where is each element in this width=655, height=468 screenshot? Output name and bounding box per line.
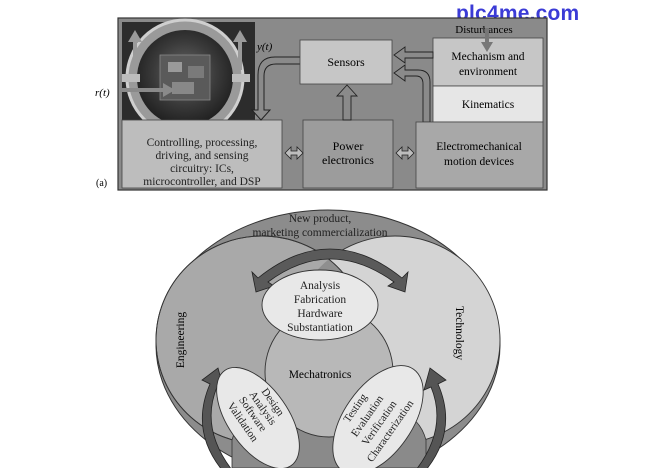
mechanism-to-sensors-arrow-icon [393, 46, 434, 64]
right-ellipse [332, 365, 424, 468]
controller-line-1: Controlling, processing, [147, 137, 258, 149]
feedback-arrow-icon [250, 56, 300, 121]
figure-b: Analysis Fabrication Hardware Substantia… [155, 209, 501, 468]
up-arrow-icon [128, 30, 142, 70]
commercialization-arrow-icon [251, 248, 409, 293]
device-photo [122, 18, 255, 138]
mechatronics-label: Mechatronics [289, 369, 352, 381]
up-arrow-icon [233, 30, 247, 70]
power-line-1: Power [333, 139, 364, 153]
motion-devices-line-2: motion devices [444, 156, 514, 168]
technology-label: Technology [453, 306, 465, 360]
top-ellipse [261, 269, 379, 341]
left-ellipse [216, 367, 300, 468]
motion-devices-line-1: Electromechanical [436, 141, 522, 153]
power-line-2: electronics [322, 153, 374, 167]
bidirectional-arrow-icon [395, 146, 415, 160]
controller-line-4: microcontroller, and DSP [143, 176, 260, 188]
top-ellipse-line-4: Substantiation [287, 322, 353, 334]
disturbance-arrow-icon [481, 28, 493, 52]
top-ellipse-line-2: Fabrication [294, 294, 347, 306]
sensors-label: Sensors [327, 55, 365, 69]
motion-to-sensors-arrow-icon [393, 64, 431, 123]
controller-line-3: circuitry: ICs, [170, 163, 234, 175]
kinematics-label: Kinematics [462, 99, 515, 111]
mechanism-line-2: environment [459, 66, 518, 78]
right-cycle-arrow-icon [416, 367, 447, 468]
figure-a: r(t) y(t) (a) Controlling, processing, d… [95, 17, 548, 191]
controller-block [121, 119, 283, 189]
top-label-line-1: New product, [289, 213, 352, 225]
sensors-block [299, 39, 393, 85]
controller-line-2: driving, and sensing [156, 150, 249, 162]
input-arrow-icon [122, 83, 175, 97]
engineering-label: Engineering [175, 312, 187, 368]
power-to-sensors-arrow-icon [335, 84, 359, 121]
top-ellipse-line-3: Hardware [297, 308, 342, 320]
power-electronics-block [302, 119, 394, 189]
top-label-line-2: marketing commercialization [252, 227, 387, 239]
mechanism-line-1: Mechanism and [451, 51, 524, 63]
top-ellipse-line-1: Analysis [300, 280, 341, 292]
input-signal-label: r(t) [95, 87, 110, 99]
bidirectional-arrow-icon [284, 146, 304, 160]
motion-devices-block [415, 121, 544, 189]
output-signal-label: y(t) [256, 41, 273, 53]
disturbances-label: Disturbances [455, 24, 512, 36]
panel-label-a: (a) [96, 178, 107, 189]
kinematics-block [432, 85, 544, 123]
